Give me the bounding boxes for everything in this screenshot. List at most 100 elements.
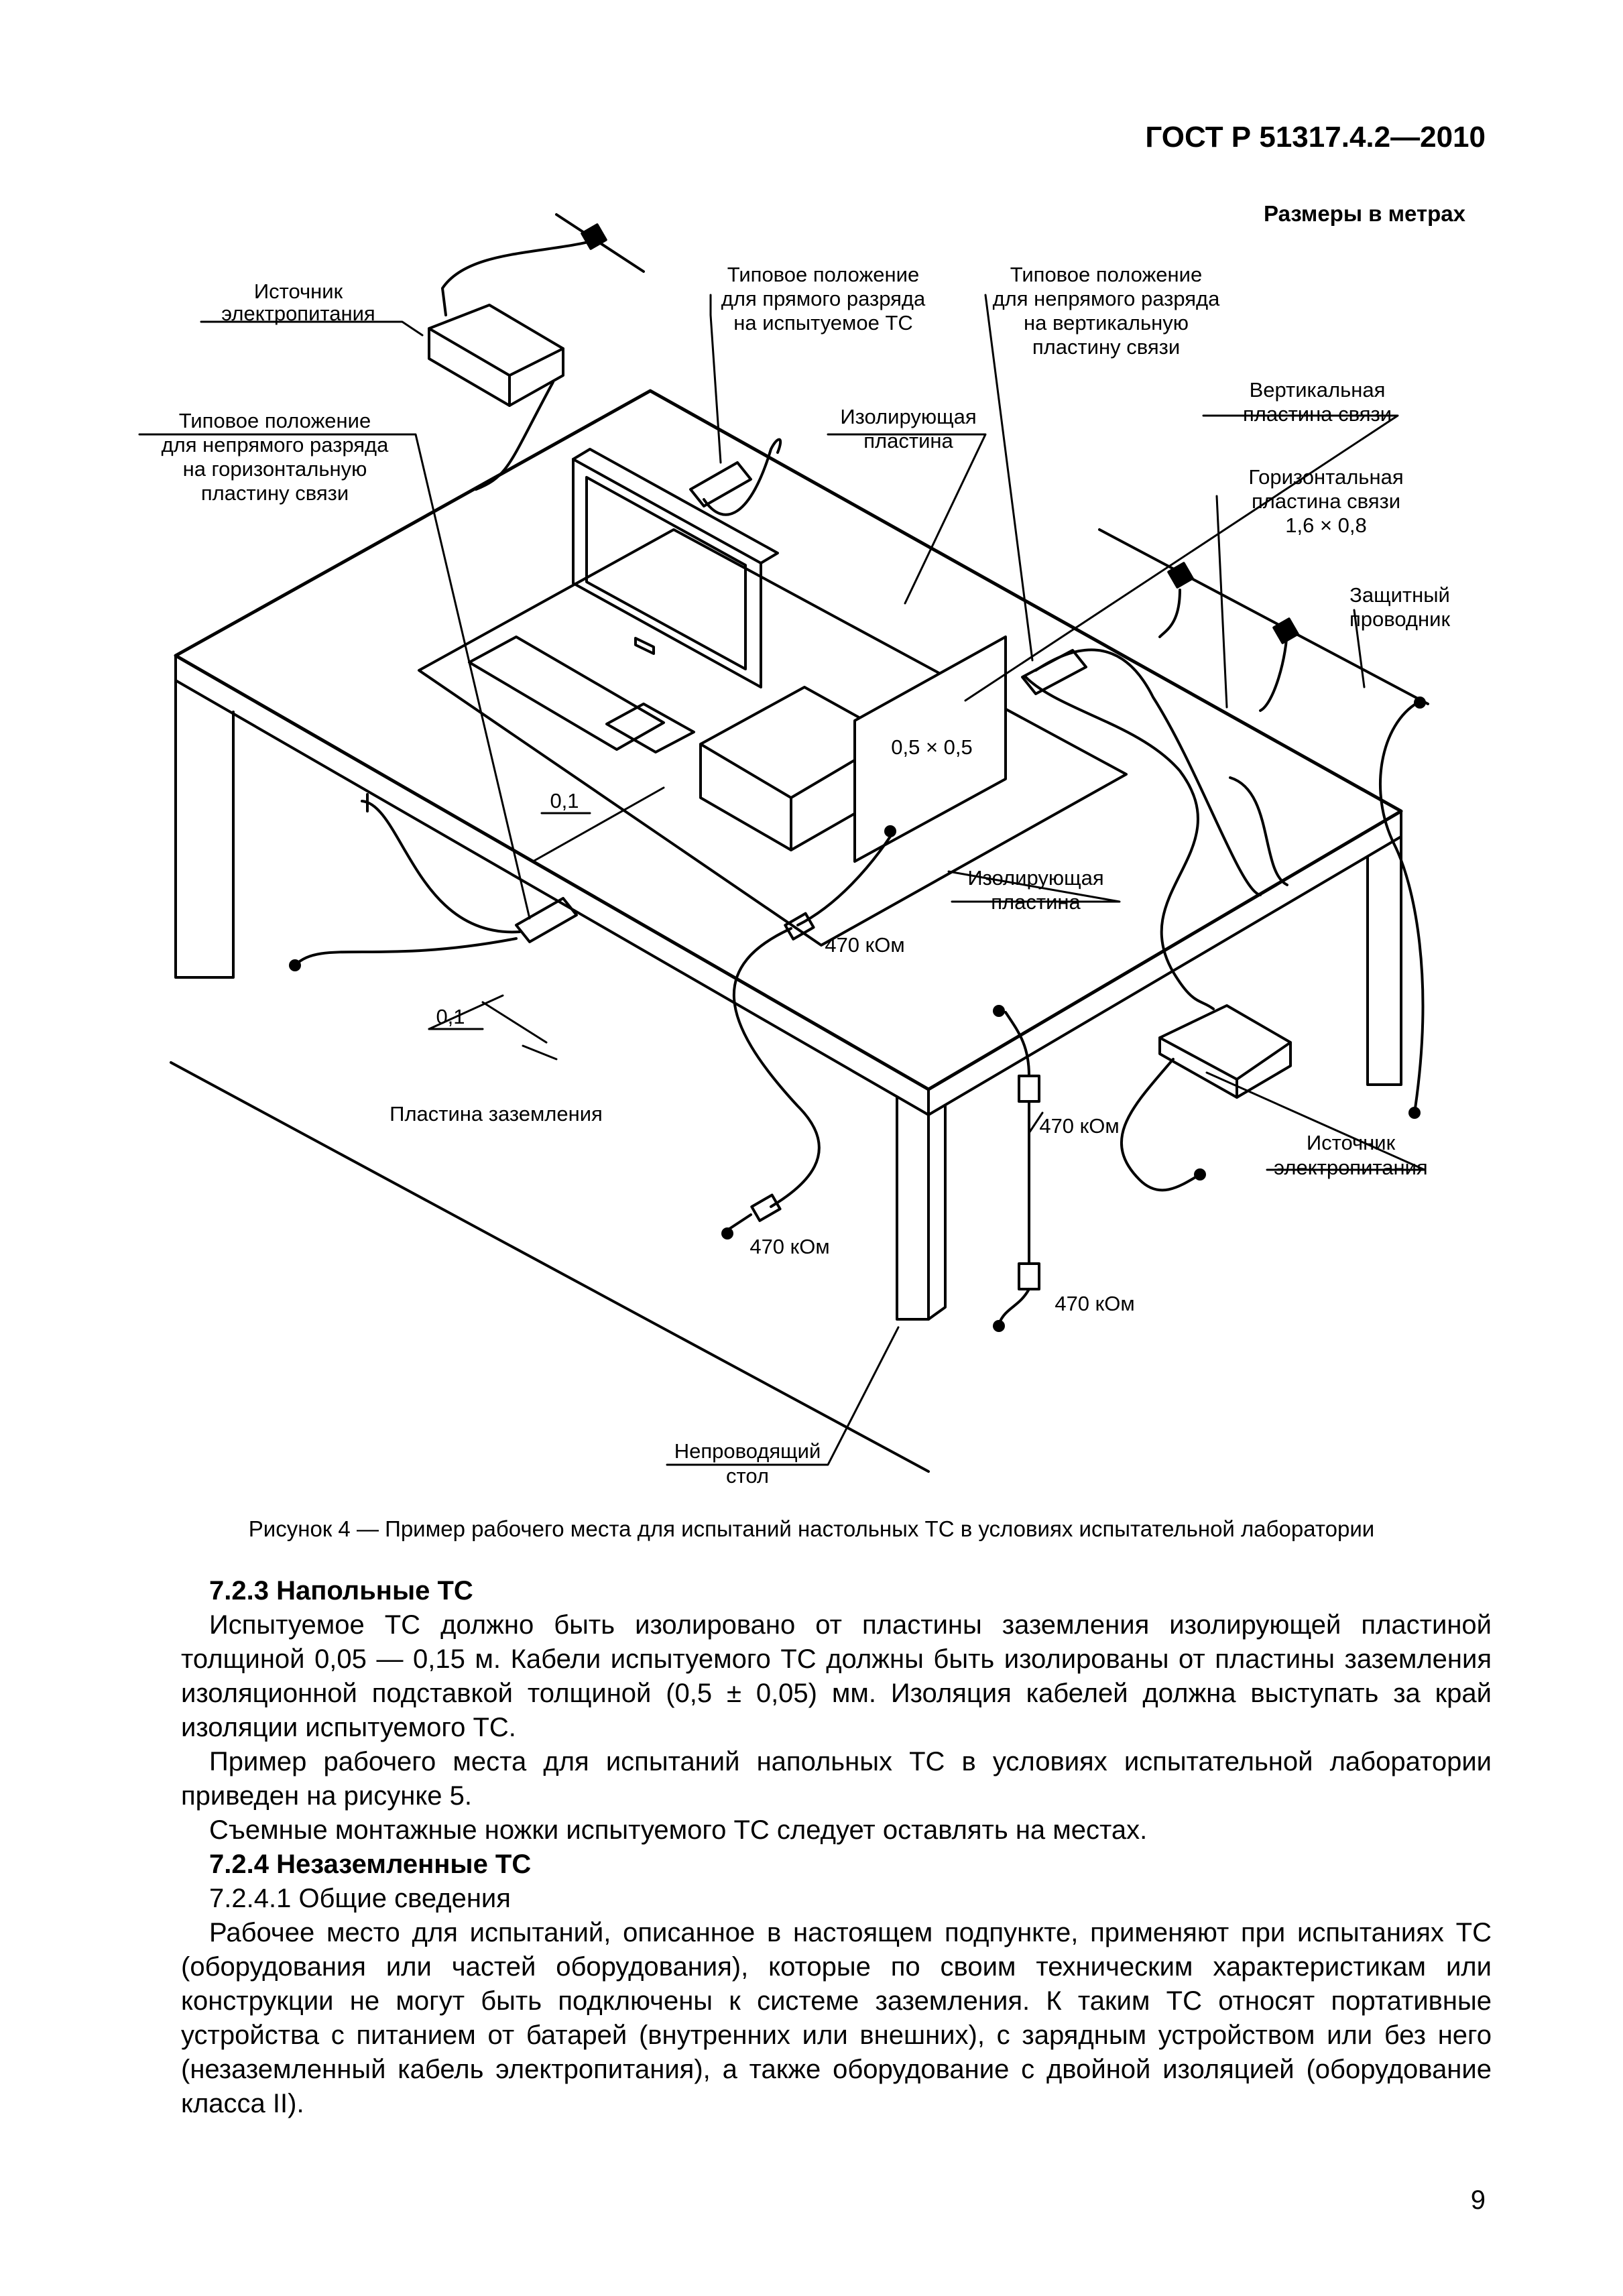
cable bbox=[1120, 1058, 1201, 1192]
terminal-dot bbox=[1414, 697, 1426, 709]
dimension-line bbox=[522, 1044, 558, 1061]
label-direct-discharge: Типовое положение bbox=[727, 263, 919, 286]
label-vcp-size: 0,5 × 0,5 bbox=[891, 735, 973, 759]
label-power-source-top: Источник bbox=[254, 280, 343, 303]
label-insulating-plate-mid: Изолирующая bbox=[967, 866, 1103, 890]
paragraph: Испытуемое ТС должно быть изолировано от… bbox=[181, 1610, 1492, 1742]
leader-line bbox=[984, 294, 1034, 662]
label-indirect-horizontal: Типовое положение bbox=[179, 409, 371, 432]
dimension-line bbox=[532, 786, 665, 863]
mousepad bbox=[605, 703, 695, 753]
page-number: 9 bbox=[1470, 2185, 1486, 2215]
protective-conductor bbox=[1098, 528, 1429, 705]
section-heading: 7.2.3 Напольные ТС bbox=[209, 1576, 473, 1606]
section-heading: 7.2.4 Незаземленные ТС bbox=[209, 1850, 532, 1879]
label-horizontal-plane: Горизонтальная bbox=[1248, 465, 1403, 489]
cable bbox=[441, 237, 605, 316]
terminal-dot bbox=[884, 825, 896, 837]
cable bbox=[1378, 701, 1425, 1114]
label-dim-upper: 0,1 bbox=[550, 789, 579, 812]
label-resistor: 470 кОм bbox=[1055, 1292, 1134, 1315]
terminal-dot bbox=[1408, 1107, 1421, 1119]
power-source-right-edge bbox=[1158, 1036, 1292, 1099]
cable bbox=[294, 937, 518, 967]
leader-line bbox=[200, 320, 424, 337]
paragraph: Съемные монтажные ножки испытуемого ТС с… bbox=[209, 1815, 1148, 1845]
terminal-dot bbox=[993, 1005, 1005, 1017]
leader-line bbox=[827, 433, 987, 605]
dimension-line bbox=[428, 994, 504, 1030]
leader-line bbox=[964, 414, 1399, 702]
label-horizontal-plane: пластина связи bbox=[1252, 489, 1400, 513]
leader-line bbox=[666, 1326, 900, 1466]
monitor-screen bbox=[585, 476, 747, 670]
terminal-dot bbox=[1194, 1168, 1206, 1181]
label-indirect-vertical: пластину связи bbox=[1032, 335, 1180, 359]
cable bbox=[1024, 676, 1215, 1010]
table-front-edge bbox=[174, 654, 1402, 1116]
terminal-dot bbox=[993, 1320, 1005, 1332]
cable bbox=[361, 800, 521, 934]
resistor-icon bbox=[784, 912, 815, 941]
leader-line bbox=[1028, 1111, 1044, 1134]
label-horizontal-plane: 1,6 × 0,8 bbox=[1285, 513, 1367, 537]
cable bbox=[1158, 589, 1181, 638]
power-source-right bbox=[1158, 1004, 1292, 1099]
label-table: стол bbox=[726, 1464, 769, 1488]
cable bbox=[1004, 1011, 1030, 1077]
test-setup-figure: Источник электропитания Типовое положени… bbox=[138, 213, 1450, 1488]
pc-unit-edges bbox=[699, 743, 866, 851]
table-leg-right bbox=[1366, 835, 1402, 1086]
label-indirect-vertical: Типовое положение bbox=[1010, 263, 1202, 286]
label-resistor: 470 кОм bbox=[825, 933, 904, 957]
label-protective-conductor: проводник bbox=[1349, 607, 1450, 631]
monitor bbox=[572, 458, 762, 688]
table-leg-front-side bbox=[927, 1105, 947, 1321]
resistor-icon bbox=[1018, 1262, 1040, 1290]
power-source-top-edge bbox=[428, 327, 564, 407]
connector-icon bbox=[1272, 617, 1299, 644]
cable bbox=[1034, 648, 1262, 896]
figure-caption: Рисунок 4 — Пример рабочего места для ис… bbox=[248, 1516, 1375, 1541]
power-source-top bbox=[428, 304, 564, 407]
label-power-source-right: Источник bbox=[1307, 1131, 1396, 1154]
label-indirect-horizontal: для непрямого разряда bbox=[162, 433, 389, 457]
label-insulating-plate-top: Изолирующая bbox=[840, 405, 976, 428]
label-direct-discharge: на испытуемое ТС bbox=[733, 311, 913, 335]
standard-header: ГОСТ Р 51317.4.2—2010 bbox=[1145, 121, 1486, 154]
leader-line bbox=[138, 433, 531, 920]
label-vertical-plane: Вертикальная bbox=[1250, 378, 1386, 402]
label-table: Непроводящий bbox=[674, 1439, 821, 1463]
table-leg-left bbox=[174, 679, 235, 979]
body-text: 7.2.3 Напольные ТС Испытуемое ТС должно … bbox=[181, 1574, 1492, 2121]
esd-gun-direct bbox=[689, 461, 752, 507]
leader-line bbox=[947, 870, 1121, 903]
paragraph: Рабочее место для испытаний, описанное в… bbox=[181, 1918, 1492, 2118]
paragraph: Пример рабочего места для испытаний напо… bbox=[181, 1747, 1492, 1811]
cable bbox=[475, 381, 554, 491]
label-power-source-top: электропитания bbox=[221, 302, 375, 325]
leader-line bbox=[1205, 1071, 1426, 1171]
keyboard bbox=[468, 636, 665, 751]
cable bbox=[703, 438, 782, 516]
dimension-line bbox=[481, 1001, 548, 1044]
esd-gun-horizontal bbox=[515, 897, 578, 943]
units-note: Размеры в метрах bbox=[1264, 201, 1465, 226]
cable bbox=[733, 927, 821, 1208]
leader-line bbox=[1215, 495, 1228, 709]
label-resistor: 470 кОм bbox=[749, 1235, 829, 1258]
vertical-coupling-plane bbox=[853, 636, 1007, 863]
label-resistor: 470 кОм bbox=[1039, 1114, 1119, 1138]
label-power-source-right: электропитания bbox=[1274, 1156, 1427, 1179]
connector-icon bbox=[1167, 562, 1194, 589]
label-indirect-vertical: на вертикальную bbox=[1024, 311, 1189, 335]
leader-line bbox=[709, 294, 722, 464]
label-ground-plane: Пластина заземления bbox=[389, 1102, 603, 1126]
label-vertical-plane: пластина связи bbox=[1243, 402, 1392, 426]
label-indirect-vertical: для непрямого разряда bbox=[993, 287, 1221, 310]
terminal-dot bbox=[721, 1227, 733, 1240]
label-dim-lower: 0,1 bbox=[436, 1005, 465, 1028]
cable bbox=[1229, 776, 1288, 886]
subsection-heading: 7.2.4.1 Общие сведения bbox=[209, 1884, 511, 1913]
cable bbox=[796, 833, 893, 926]
